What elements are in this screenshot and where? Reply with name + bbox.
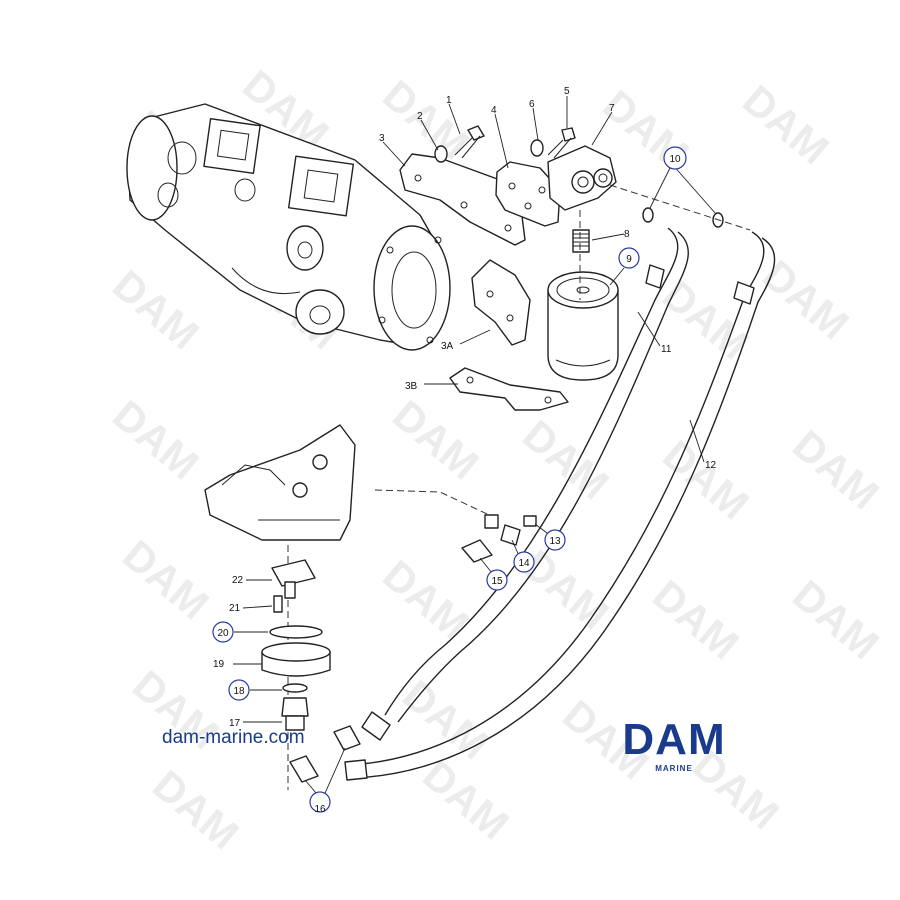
- washer: [530, 139, 544, 157]
- watermark: DAM: [644, 571, 747, 668]
- oil-filter-adapter: [547, 145, 617, 211]
- bolt: [454, 125, 485, 159]
- mounting-bracket: [399, 153, 526, 246]
- oil-pressure-sender-assembly: [461, 514, 537, 563]
- label-part-12: 12: [705, 460, 717, 471]
- label-part-3: 3: [379, 133, 385, 144]
- watermark: DAM: [654, 431, 757, 528]
- label-part-1: 1: [446, 95, 452, 106]
- logo-sub-text: MARINE: [655, 764, 693, 773]
- oil-filter-mount-stack: [261, 559, 331, 731]
- elbow-fitting: [289, 725, 361, 783]
- bolt: [547, 127, 576, 159]
- watermark: DAM: [104, 391, 207, 488]
- filter-adapter-bracket: [495, 161, 561, 227]
- oil-filter: [547, 271, 619, 381]
- watermark: DAM: [384, 391, 487, 488]
- label-part-4: 4: [491, 105, 497, 116]
- o-ring: [642, 207, 654, 223]
- label-part-17: 17: [229, 718, 241, 729]
- filter-nipple: [572, 229, 590, 253]
- callout-part-9: 9: [618, 247, 640, 269]
- exhaust-manifold: [126, 103, 451, 351]
- oil-hose: [361, 227, 689, 741]
- watermark: DAM: [734, 76, 837, 173]
- watermark: DAM: [754, 251, 857, 348]
- label-part-9: 9: [626, 254, 632, 265]
- part-labels: 1 2 3 4 5 6 7 8 11 12 3A 3B 22 21 19 17: [213, 86, 717, 729]
- website-link[interactable]: dam-marine.com: [162, 727, 305, 748]
- label-part-3a: 3A: [441, 341, 454, 352]
- label-part-14: 14: [518, 558, 530, 569]
- brand-logo: DAM MARINE: [608, 715, 740, 774]
- callout-part-15: 15: [486, 569, 508, 591]
- label-part-11: 11: [661, 344, 672, 355]
- watermark: DAM: [374, 71, 477, 168]
- callout-part-16: 16: [309, 791, 331, 815]
- label-part-7: 7: [609, 103, 615, 114]
- watermark: DAM: [374, 551, 477, 648]
- logo-main-text: DAM: [622, 715, 726, 764]
- watermark: DAM: [514, 411, 617, 508]
- label-part-6: 6: [529, 99, 535, 110]
- callout-part-13: 13: [544, 529, 566, 551]
- label-part-22: 22: [232, 575, 244, 586]
- callout-part-14: 14: [513, 551, 535, 573]
- watermark: DAM: [114, 531, 217, 628]
- label-part-21: 21: [229, 603, 241, 614]
- label-part-19: 19: [213, 659, 225, 670]
- bracket-3a: [471, 259, 531, 346]
- watermark: DAM: [784, 421, 887, 518]
- label-part-20: 20: [217, 628, 229, 639]
- watermark: DAM: [144, 761, 247, 858]
- label-part-15: 15: [491, 576, 503, 587]
- label-part-2: 2: [417, 111, 423, 122]
- label-part-8: 8: [624, 229, 630, 240]
- bracket-3b: [449, 367, 569, 411]
- callout-part-18: 18: [228, 679, 250, 701]
- callout-part-20: 20: [212, 621, 234, 643]
- label-part-13: 13: [549, 536, 561, 547]
- watermark: DAM: [104, 261, 207, 358]
- circled-callouts: 9 10 13 14 15 20 18 16: [212, 146, 687, 815]
- label-part-18: 18: [233, 686, 245, 697]
- label-part-5: 5: [564, 86, 570, 97]
- label-part-3b: 3B: [405, 381, 418, 392]
- engine-block-section: [204, 424, 356, 541]
- watermark: DAM: [784, 571, 887, 668]
- label-part-10: 10: [669, 154, 681, 165]
- label-part-16: 16: [314, 804, 326, 815]
- oil-hose: [344, 231, 776, 781]
- callout-part-10: 10: [663, 146, 687, 170]
